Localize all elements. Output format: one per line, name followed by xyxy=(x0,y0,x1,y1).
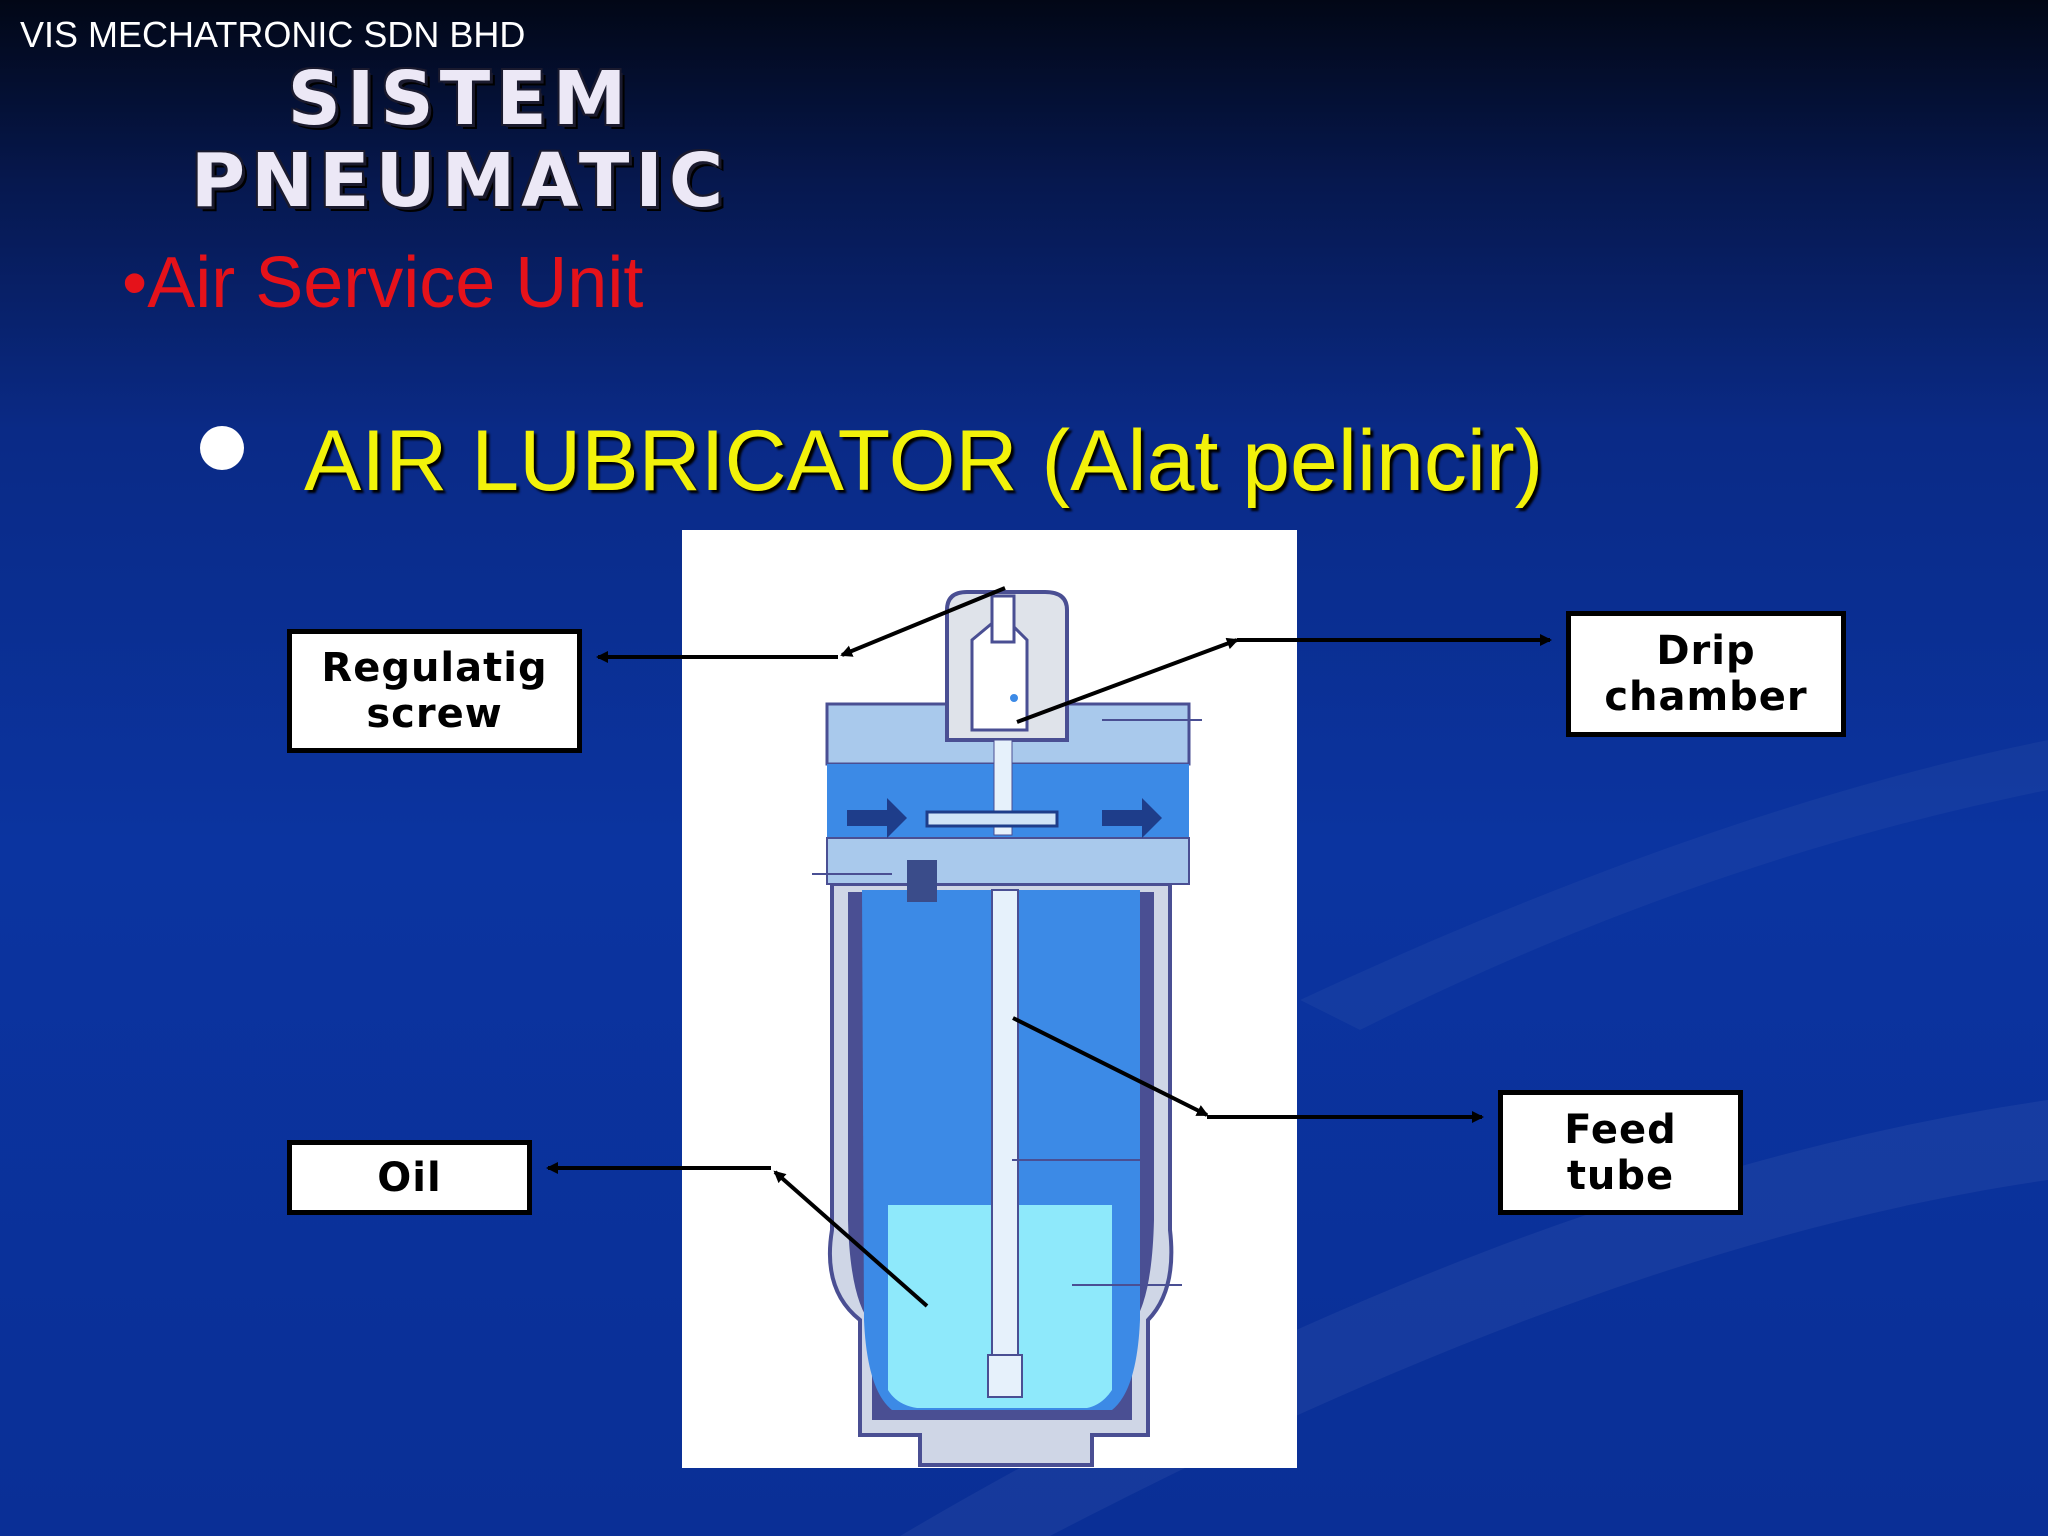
reg-screw-pointer xyxy=(840,586,1006,657)
label-feed-tube: Feed tube xyxy=(1498,1090,1743,1215)
label-drip-chamber-line1: Drip xyxy=(1656,628,1756,674)
feed-tube-body xyxy=(991,889,1019,1396)
regulating-screw-head xyxy=(990,594,1016,644)
label-regulating-screw: Regulatig screw xyxy=(287,629,582,753)
valve-flap xyxy=(925,810,1059,828)
lubricator-illustration xyxy=(812,590,1202,1467)
label-regulating-screw-line1: Regulatig xyxy=(321,645,548,691)
label-regulating-screw-line2: screw xyxy=(366,691,503,737)
drip-pointer xyxy=(1016,637,1239,724)
label-oil: Oil xyxy=(287,1140,532,1215)
title-line-1: SISTEM xyxy=(287,56,633,142)
title-line-2: PNEUMATIC xyxy=(190,138,730,224)
feed-tube-end xyxy=(987,1354,1023,1398)
label-oil-text: Oil xyxy=(377,1154,442,1201)
flow-arrow-right xyxy=(1102,798,1162,838)
company-name: VIS MECHATRONIC SDN BHD xyxy=(20,14,526,55)
slide-title: SISTEM PNEUMATIC xyxy=(140,58,780,222)
check-valve xyxy=(907,860,937,902)
label-drip-chamber-line2: chamber xyxy=(1604,674,1808,720)
flow-arrow-left xyxy=(847,798,907,838)
label-drip-chamber: Drip chamber xyxy=(1566,611,1846,737)
lubricator-diagram-panel xyxy=(682,530,1297,1468)
oil-drop xyxy=(1010,694,1018,702)
feed-pointer xyxy=(1012,1016,1209,1117)
label-feed-tube-line2: tube xyxy=(1566,1152,1675,1199)
section-subtitle: •Air Service Unit xyxy=(122,243,644,323)
bullet-point xyxy=(200,426,244,470)
slide-heading: AIR LUBRICATOR (Alat pelincir) xyxy=(304,413,1544,509)
oil-pointer xyxy=(773,1170,929,1308)
label-feed-tube-line1: Feed xyxy=(1564,1106,1677,1153)
head-block-bottom xyxy=(826,837,1190,885)
